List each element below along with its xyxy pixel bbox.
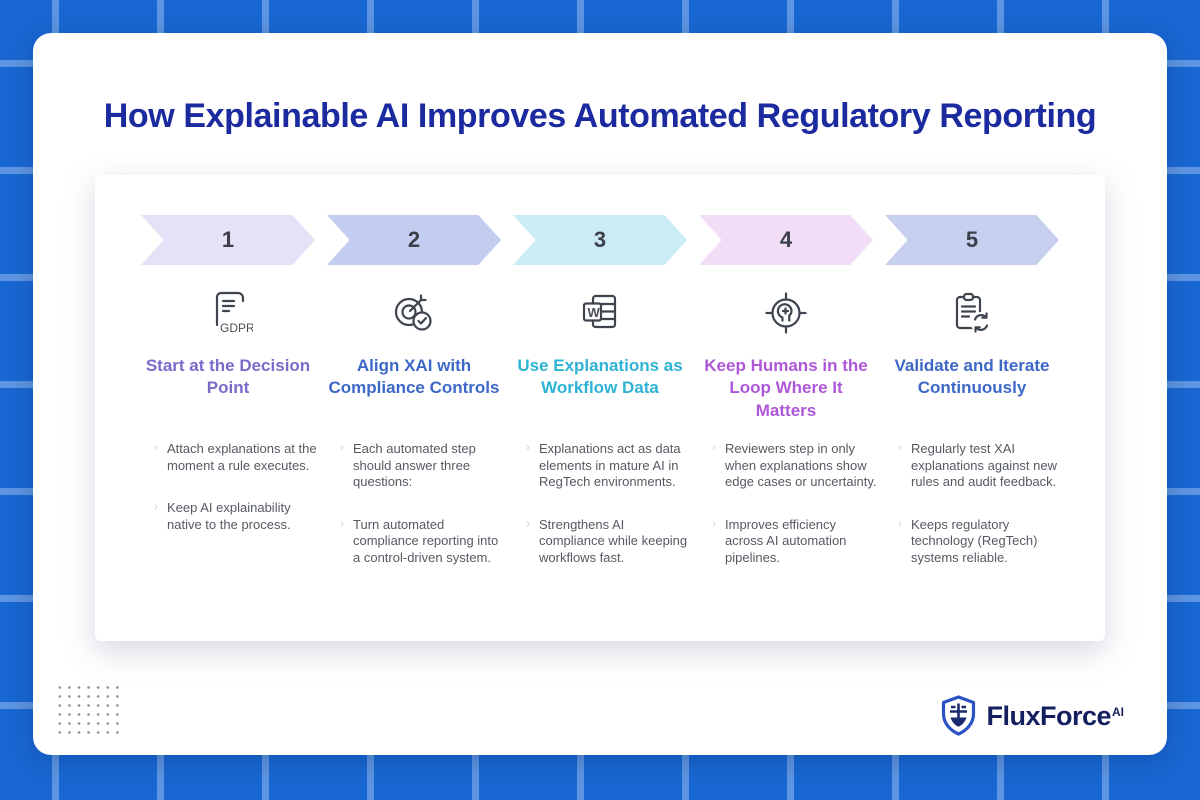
step-3-number: 3 — [593, 227, 607, 252]
page-title: How Explainable AI Improves Automated Re… — [103, 97, 1097, 135]
gdpr-scroll-icon: GDPR — [215, 291, 253, 335]
bullet: Each automated step should answer three … — [340, 440, 505, 491]
step-3-icon-wrap: W — [507, 281, 693, 345]
step-5-heading: Validate and Iterate Continuously — [894, 356, 1050, 398]
step-4-arrow: 4 — [699, 215, 873, 265]
step-1-heading: Start at the Decision Point — [145, 356, 311, 398]
step-2-icon-wrap — [321, 281, 507, 345]
step-3-arrow: 3 — [513, 215, 687, 265]
step-column-1: 1 GDPR Start at the Decision Point Attac… — [135, 215, 321, 641]
step-4-icon-wrap — [693, 281, 879, 345]
bullet: Reviewers step in only when explanations… — [712, 440, 877, 491]
step-5-number: 5 — [965, 227, 979, 252]
step-1-icon-wrap: GDPR — [135, 281, 321, 345]
bullet: Keep AI explainability native to the pro… — [154, 499, 319, 533]
gdpr-label: GDPR — [220, 321, 253, 335]
step-2-arrow: 2 — [327, 215, 501, 265]
step-3-bullets: Explanations act as data elements in mat… — [507, 440, 693, 592]
infographic-card: How Explainable AI Improves Automated Re… — [33, 33, 1167, 755]
step-5-arrow: 5 — [885, 215, 1059, 265]
bullet: Strengthens AI compliance while keeping … — [526, 516, 691, 567]
step-5-bullets: Regularly test XAI explanations against … — [879, 440, 1065, 592]
step-1-number: 1 — [221, 227, 235, 252]
step-3-heading: Use Explanations as Workflow Data — [517, 356, 683, 398]
word-letter: W — [588, 305, 601, 320]
bullet: Explanations act as data elements in mat… — [526, 440, 691, 491]
brand-name: FluxForce — [986, 700, 1111, 731]
step-1-bullets: Attach explanations at the moment a rule… — [135, 440, 321, 559]
clipboard-sync-icon — [955, 292, 992, 333]
step-2-number: 2 — [407, 227, 421, 252]
bullet: Improves efficiency across AI automation… — [712, 516, 877, 567]
bullet: Keeps regulatory technology (RegTech) sy… — [898, 516, 1063, 567]
step-1-arrow: 1 — [141, 215, 315, 265]
step-column-2: 2 Align XAI with Compliance Controls Eac… — [321, 215, 507, 641]
brand-suffix: AI — [1112, 704, 1124, 719]
step-4-bullets: Reviewers step in only when explanations… — [693, 440, 879, 592]
dot-grid-decoration — [55, 683, 125, 735]
human-target-icon — [765, 292, 807, 334]
step-5-icon-wrap — [879, 281, 1065, 345]
bullet: Turn automated compliance reporting into… — [340, 516, 505, 567]
step-column-4: 4 Keep Humans in the Loop Where It Matte… — [693, 215, 879, 641]
step-column-5: 5 Validate and Iterate Continuously — [879, 215, 1065, 641]
brand-logo: FluxForceAI — [940, 695, 1124, 737]
step-column-3: 3 W Use Explanations as Workflow Data Ex… — [507, 215, 693, 641]
bullet: Regularly test XAI explanations against … — [898, 440, 1063, 491]
target-check-icon — [394, 294, 432, 331]
step-2-heading: Align XAI with Compliance Controls — [328, 356, 500, 398]
step-2-bullets: Each automated step should answer three … — [321, 440, 507, 592]
steps-panel: 1 GDPR Start at the Decision Point Attac… — [95, 175, 1105, 641]
step-4-number: 4 — [779, 227, 793, 252]
shield-icon — [942, 695, 976, 736]
step-4-heading: Keep Humans in the Loop Where It Matters — [704, 356, 868, 420]
word-document-icon: W — [582, 294, 617, 329]
bullet: Attach explanations at the moment a rule… — [154, 440, 319, 474]
